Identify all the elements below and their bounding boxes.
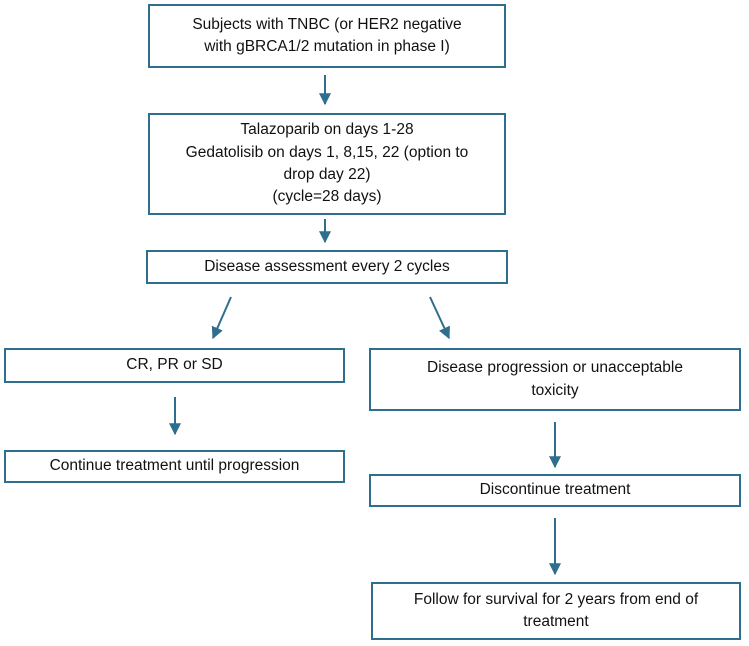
regimen-box: Talazoparib on days 1-28 Gedatolisib on … xyxy=(148,113,506,215)
regimen-line-3: drop day 22) xyxy=(283,166,371,183)
discontinue-box: Discontinue treatment xyxy=(369,474,741,507)
follow-box: Follow for survival for 2 years from end… xyxy=(371,582,741,640)
discontinue-line-1: Discontinue treatment xyxy=(479,481,631,499)
progression-line-1: Disease progression or unacceptable xyxy=(427,359,683,377)
follow-line-1: Follow for survival for 2 years from end… xyxy=(413,590,699,608)
continue-line-1: Continue treatment until progression xyxy=(49,457,300,475)
regimen-line-4: (cycle=28 days) xyxy=(272,188,382,206)
progression-line-2: toxicity xyxy=(531,381,579,399)
subjects-box: Subjects with TNBC (or HER2 negative wit… xyxy=(148,4,506,68)
subjects-line-2: with gBRCA1/2 mutation in phase I) xyxy=(204,38,450,55)
response-line-1: CR, PR or SD xyxy=(126,356,223,374)
assessment-box: Disease assessment every 2 cycles xyxy=(146,250,508,284)
progression-box: Disease progression or unacceptable toxi… xyxy=(369,348,741,411)
response-box: CR, PR or SD xyxy=(4,348,345,383)
regimen-line-2: Gedatolisib on days 1, 8,15, 22 (option … xyxy=(185,143,469,161)
arrow-assessment-to-response xyxy=(211,296,232,340)
continue-box: Continue treatment until progression xyxy=(4,450,345,483)
arrow-assessment-to-progression xyxy=(429,296,450,340)
regimen-line-1: Talazoparib on days 1-28 xyxy=(240,121,414,139)
subjects-line-1: Subjects with TNBC (or HER2 negative xyxy=(192,15,462,33)
follow-line-2: treatment xyxy=(523,613,589,630)
assessment-line-1: Disease assessment every 2 cycles xyxy=(204,257,450,275)
